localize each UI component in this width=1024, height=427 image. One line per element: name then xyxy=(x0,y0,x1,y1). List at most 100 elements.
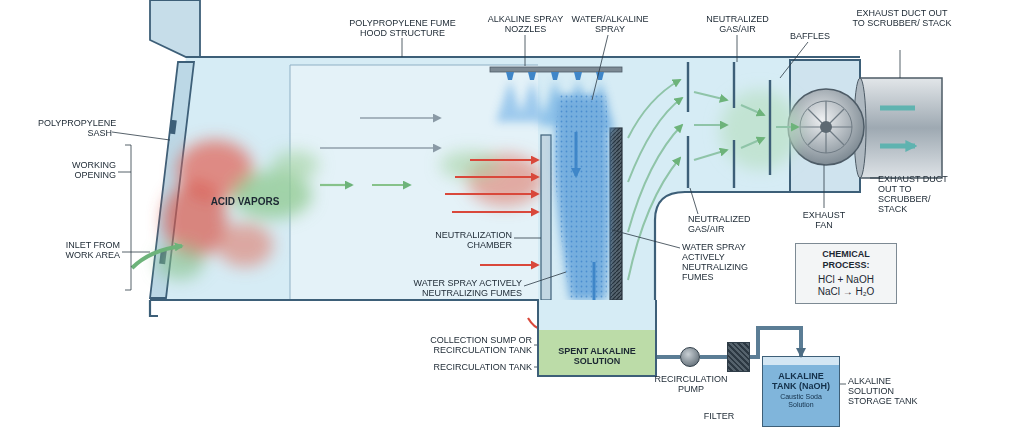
spray-curtain xyxy=(555,95,610,300)
pump-symbol: RECIRCULATION PUMP xyxy=(680,347,700,367)
leader-line xyxy=(402,38,403,57)
part-label: WATER SPRAY ACTIVELY NEUTRALIZING FUMES xyxy=(378,278,522,298)
node-text: NaCl → H₂O xyxy=(800,286,892,298)
acid-arrow xyxy=(480,264,538,266)
leader-line xyxy=(737,35,738,62)
node-text: FILTER xyxy=(694,411,744,421)
airflow-arrow xyxy=(360,117,440,119)
mist-eliminator xyxy=(610,128,622,300)
part-label: POLYPROPYLENE FUME HOOD STRUCTURE xyxy=(335,18,470,38)
fan-blades xyxy=(800,101,852,153)
vapor-green xyxy=(271,151,319,179)
leader-line xyxy=(824,165,825,208)
spray-flow-arrow xyxy=(575,132,578,176)
flow-arrow xyxy=(694,150,727,160)
flow-arrow xyxy=(694,124,727,126)
part-label: RECIRCULATION TANK xyxy=(398,362,532,372)
acid-vapor-cloud xyxy=(156,140,543,280)
part-label: NEUTRALIZED GAS/AIR xyxy=(700,14,775,34)
part-label: ACID VAPORS xyxy=(200,196,290,207)
spray-cone xyxy=(496,80,524,122)
part-label: INLET FROM WORK AREA xyxy=(40,240,120,260)
part-label: EXHAUST DUCT OUT TO SCRUBBER/ STACK xyxy=(852,8,952,28)
spray-bar xyxy=(490,67,622,72)
exhaust-arrows xyxy=(880,108,915,146)
hood-top-edge xyxy=(186,56,860,58)
acid-arrow xyxy=(452,211,538,213)
part-label: EXHAUST DUCT OUT TO SCRUBBER/ STACK xyxy=(878,174,953,214)
baffles xyxy=(688,62,770,188)
leader-line xyxy=(514,238,541,239)
node-text: SPENT ALKALINE SOLUTION xyxy=(539,346,655,366)
spray-nozzle xyxy=(574,72,582,80)
sump-tank: SPENT ALKALINE SOLUTION xyxy=(537,300,657,377)
part-label: NEUTRALIZATION CHAMBER xyxy=(414,230,512,250)
baffle xyxy=(769,80,771,175)
storage-tank: ALKALINE TANK (NaOH) Caustic Soda Solutio… xyxy=(762,356,840,427)
leader-line xyxy=(900,50,901,78)
part-label: WORKING OPENING xyxy=(52,160,116,180)
part-label: EXHAUST FAN xyxy=(798,210,850,230)
airflow-arrow xyxy=(372,184,410,186)
pipe-connector xyxy=(700,355,727,359)
leader-lines xyxy=(112,35,900,384)
flow-arrow xyxy=(628,98,682,182)
opening-bracket xyxy=(118,145,131,290)
leader-line xyxy=(592,35,608,100)
node-text: CHEMICAL PROCESS: xyxy=(800,249,892,271)
alkaline-spray xyxy=(496,80,615,300)
hood-body xyxy=(155,57,790,300)
fan-hub xyxy=(820,121,832,133)
leader-line xyxy=(122,252,150,253)
airflow-arrow xyxy=(320,184,352,186)
flow-arrow xyxy=(741,138,764,148)
spray-nozzle xyxy=(528,72,536,80)
sash-frame xyxy=(150,0,200,57)
airflow-arrow xyxy=(320,147,440,149)
spray-nozzle xyxy=(551,72,559,80)
acid-arrow xyxy=(455,176,538,178)
flow-arrow xyxy=(628,125,682,232)
node-text: ALKALINE TANK (NaOH) xyxy=(767,371,835,391)
neutralization-plate xyxy=(541,135,551,300)
node-text: Caustic Soda Solution xyxy=(767,393,835,409)
neutralized-cloud xyxy=(720,90,800,170)
part-label: BAFFLES xyxy=(785,31,835,41)
part-label: WATER/ALKALINE SPRAY xyxy=(565,14,655,34)
leader-line xyxy=(780,42,808,78)
flow-arrow xyxy=(741,105,764,115)
neutralized-gas xyxy=(720,90,800,170)
leader-line xyxy=(690,188,698,214)
leader-line xyxy=(840,384,846,385)
flow-arrow xyxy=(776,126,798,128)
node-text: RECIRCULATION PUMP xyxy=(649,374,733,394)
inlet-arrow xyxy=(132,246,182,268)
flow-arrow xyxy=(694,92,727,100)
leader-line xyxy=(112,132,170,140)
flow-arrow xyxy=(628,80,680,138)
acid-arrow xyxy=(445,193,538,195)
vapor-green xyxy=(440,151,500,179)
pipe-connector xyxy=(657,355,680,359)
leader-line xyxy=(525,35,526,66)
vapor-red xyxy=(217,223,273,267)
duct-wall xyxy=(655,192,790,300)
part-label: COLLECTION SUMP OR RECIRCULATION TANK xyxy=(368,335,532,355)
part-label: ALKALINE SOLUTION STORAGE TANK xyxy=(848,376,933,406)
spray-nozzles xyxy=(506,72,604,80)
baffle xyxy=(687,62,689,188)
spray-droplets xyxy=(555,95,610,300)
airflow-arrows xyxy=(320,118,440,185)
part-label: WATER SPRAY ACTIVELY NEUTRALIZING FUMES xyxy=(682,242,772,282)
exhaust-duct xyxy=(860,78,942,178)
acid-arrow xyxy=(470,159,538,161)
hood-floor-edge xyxy=(150,300,539,316)
spray-nozzle xyxy=(506,72,514,80)
baffle xyxy=(733,62,735,188)
sash-handle xyxy=(169,120,177,135)
spray-cone xyxy=(518,80,546,122)
process-box: CHEMICAL PROCESS: HCl + NaOHNaCl → H₂O xyxy=(795,243,897,304)
part-label: NEUTRALIZED GAS/AIR xyxy=(688,214,768,234)
node-text: HCl + NaOH xyxy=(800,274,892,286)
